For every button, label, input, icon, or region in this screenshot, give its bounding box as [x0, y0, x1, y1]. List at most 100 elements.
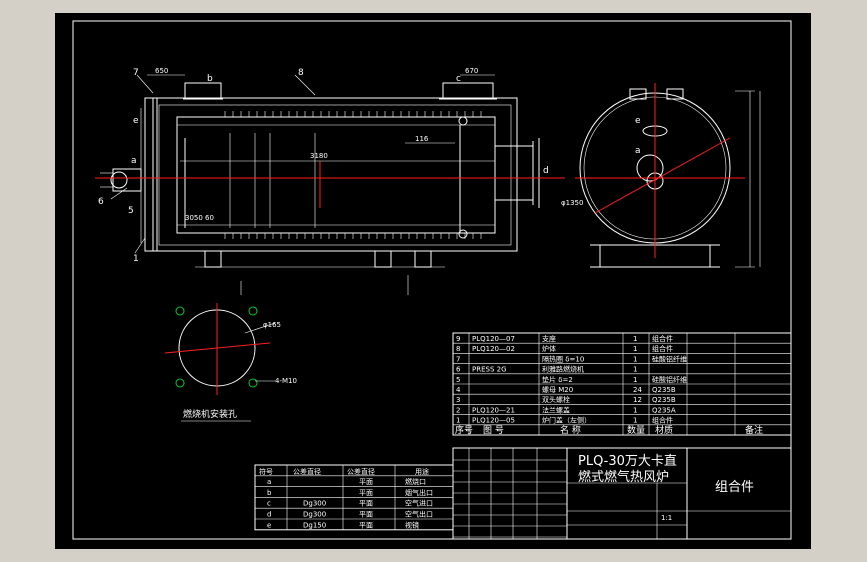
drawing-sheet[interactable]: 650 670 3180 116 3050 60 7 8 b c e a d 6…: [55, 13, 811, 549]
end-label-e: e: [635, 116, 641, 126]
parts-cell: PLQ120—02: [472, 345, 515, 353]
parts-cell: 支座: [542, 334, 556, 343]
nozzle-cell: 空气进口: [405, 499, 433, 508]
title-scale: 1:1: [661, 514, 672, 522]
parts-cell: 组合件: [652, 344, 673, 353]
parts-cell: 1: [633, 406, 637, 414]
parts-cell: Q235B: [652, 386, 676, 394]
parts-header: 备注: [745, 424, 763, 436]
parts-header: 图 号: [483, 425, 504, 436]
parts-cell: 1: [456, 417, 460, 425]
drawing-canvas: 650 670 3180 116 3050 60 7 8 b c e a d 6…: [72, 20, 792, 540]
title-block: [452, 447, 792, 540]
parts-cell: 螺母 M20: [542, 385, 573, 394]
svg-text:650: 650: [155, 67, 168, 75]
parts-cell: PLQ120—05: [472, 417, 515, 425]
end-label-a: a: [635, 146, 641, 156]
nozzle-header: 用途: [415, 467, 429, 476]
svg-text:3050 60: 3050 60: [185, 214, 214, 222]
svg-text:3180: 3180: [310, 152, 328, 160]
nozzle-cell: d: [267, 511, 271, 519]
parts-cell: 5: [456, 376, 460, 384]
parts-cell: 炉体: [542, 344, 556, 353]
nozzle-header: 符号: [259, 467, 273, 476]
parts-cell: 硅酸铝纤维: [652, 354, 687, 363]
parts-cell: 法兰螺盖: [542, 405, 570, 414]
parts-cell: 垫片 δ=2: [542, 375, 573, 384]
title-line-2: 燃式燃气热风炉: [578, 469, 669, 485]
parts-cell: 1: [633, 345, 637, 353]
parts-header: 名 称: [560, 424, 581, 436]
nozzle-cell: 平面: [359, 500, 373, 508]
parts-cell: 1: [633, 366, 637, 374]
parts-cell: 利雅路燃烧机: [542, 365, 584, 374]
parts-cell: PLQ120—07: [472, 335, 515, 343]
sheet-border: [72, 20, 792, 540]
label-7: 7: [133, 68, 139, 78]
nozzle-cell: e: [267, 521, 271, 529]
nozzle-header: 公差直径: [293, 467, 321, 476]
parts-header: 数量: [627, 424, 645, 436]
parts-cell: Q235B: [652, 396, 676, 404]
label-c: c: [456, 74, 461, 84]
parts-cell: 24: [633, 386, 642, 394]
label-5: 5: [128, 206, 134, 216]
label-b: b: [207, 74, 213, 84]
nozzle-cell: Dg150: [303, 521, 326, 529]
nozzle-cell: 视镜: [405, 520, 419, 529]
nozzle-cell: 空气出口: [405, 510, 433, 519]
label-e: e: [133, 116, 139, 126]
burner-hole-title: 燃烧机安装孔: [183, 408, 237, 420]
nozzle-cell: 烟气出口: [405, 488, 433, 497]
nozzle-cell: 平面: [359, 511, 373, 519]
parts-cell: 1: [633, 335, 637, 343]
parts-cell: 组合件: [652, 334, 673, 343]
label-a: a: [131, 156, 137, 166]
furnace-side-view: 650 670 3180 116 3050 60: [95, 67, 565, 295]
parts-cell: 组合件: [652, 416, 673, 425]
svg-text:670: 670: [465, 67, 478, 75]
parts-cell: 9: [456, 335, 460, 343]
svg-text:4-M10: 4-M10: [275, 377, 297, 385]
parts-cell: 12: [633, 396, 642, 404]
parts-cell: 4: [456, 386, 461, 394]
parts-cell: 隔热圈 δ=10: [542, 354, 584, 363]
parts-cell: 硅酸铝纤维: [652, 375, 687, 384]
parts-header: 材质: [655, 424, 673, 436]
parts-cell: 1: [633, 417, 637, 425]
label-6: 6: [98, 197, 104, 207]
parts-cell: 8: [456, 345, 460, 353]
nozzle-cell: 平面: [359, 489, 373, 497]
nozzle-cell: 平面: [359, 521, 373, 529]
parts-cell: 3: [456, 396, 460, 404]
svg-text:116: 116: [415, 135, 429, 143]
nozzle-cell: 平面: [359, 478, 373, 486]
parts-cell: PRESS 2G: [472, 366, 507, 374]
parts-cell: 炉门盖（左侧）: [542, 416, 591, 425]
svg-text:φ1350: φ1350: [561, 199, 583, 207]
label-d: d: [543, 166, 549, 176]
nozzle-cell: c: [267, 500, 271, 508]
nozzle-header: 公差直径: [347, 467, 375, 476]
parts-cell: 1: [633, 355, 637, 363]
parts-header: 序号: [455, 424, 473, 436]
title-line-1: PLQ-30万大卡直: [578, 454, 677, 469]
parts-cell: 双头螺栓: [542, 395, 570, 404]
parts-cell: 1: [633, 376, 637, 384]
parts-cell: PLQ120—21: [472, 406, 515, 414]
parts-cell: Q235A: [652, 406, 676, 414]
parts-cell: 6: [456, 366, 461, 374]
furnace-end-view: φ1350: [561, 83, 761, 268]
nozzle-cell: a: [267, 478, 271, 486]
label-8: 8: [298, 68, 304, 78]
nozzle-cell: b: [267, 489, 272, 497]
label-1: 1: [133, 254, 139, 264]
parts-cell: 2: [456, 406, 460, 414]
burner-hole-detail: φ165 4-M10: [164, 303, 297, 395]
title-type: 组合件: [715, 480, 754, 495]
nozzle-cell: Dg300: [303, 500, 326, 508]
svg-text:φ165: φ165: [263, 321, 281, 329]
